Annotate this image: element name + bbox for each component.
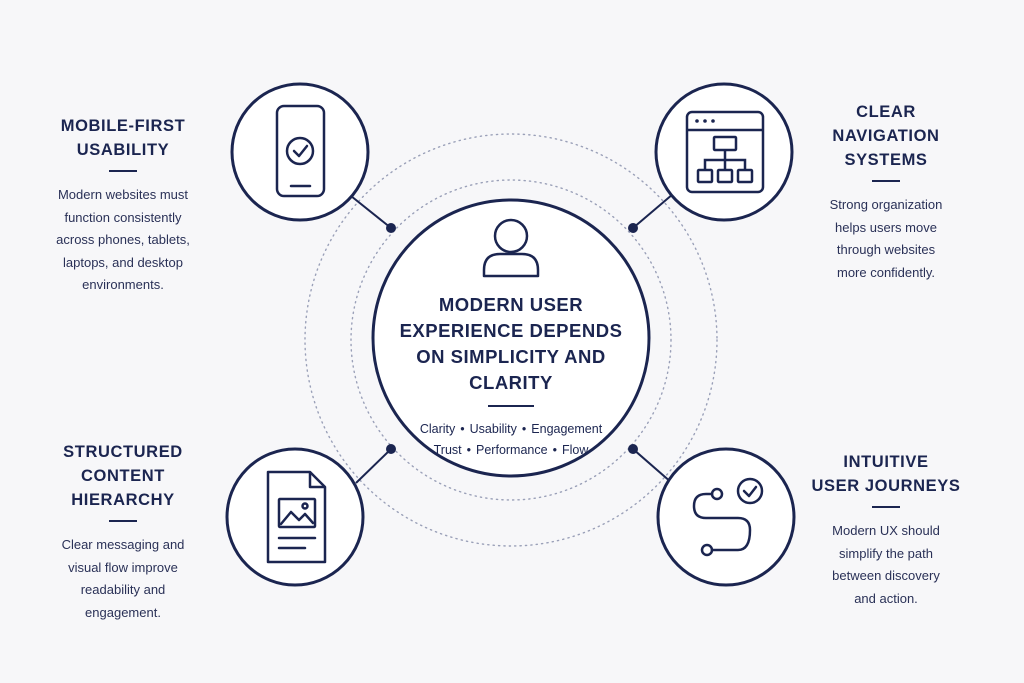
desc-line: laptops, and desktop bbox=[63, 254, 183, 270]
center-title-line: MODERN USER bbox=[438, 294, 584, 315]
node-heading: CLEAR NAVIGATION SYSTEMS bbox=[796, 100, 976, 172]
desc-line: engagement. bbox=[85, 604, 161, 620]
tag-separator: • bbox=[521, 422, 527, 436]
heading-line: MOBILE-FIRST bbox=[60, 117, 186, 135]
heading-line: HIERARCHY bbox=[71, 491, 175, 509]
desc-line: function consistently bbox=[64, 209, 182, 225]
center-divider bbox=[488, 405, 534, 407]
center-text: MODERN USER EXPERIENCE DEPENDS ON SIMPLI… bbox=[376, 292, 646, 461]
tag: Flow bbox=[561, 443, 589, 457]
connector-dot-bottom-left bbox=[386, 444, 396, 454]
desc-line: across phones, tablets, bbox=[56, 232, 190, 247]
node-heading: MOBILE-FIRST USABILITY bbox=[28, 114, 218, 162]
journey-path-check-icon bbox=[692, 477, 764, 557]
node-circle-mobile-first bbox=[230, 82, 370, 222]
inner-dotted-ring bbox=[350, 179, 672, 501]
desc-line: between discovery bbox=[832, 568, 940, 583]
heading-line: SYSTEMS bbox=[844, 151, 928, 169]
heading-line: CLEAR bbox=[856, 103, 916, 121]
tag-separator: • bbox=[552, 443, 557, 457]
tag-separator: • bbox=[466, 443, 472, 457]
desc-line: simplify the path bbox=[839, 545, 933, 561]
tag-row: Trust • Performance • Flow bbox=[376, 440, 646, 461]
node-divider bbox=[109, 170, 137, 172]
heading-line: STRUCTURED bbox=[63, 443, 183, 461]
node-text-navigation: CLEAR NAVIGATION SYSTEMS Strong organiza… bbox=[796, 100, 976, 284]
node-text-content-hierarchy: STRUCTURED CONTENT HIERARCHY Clear messa… bbox=[28, 440, 218, 624]
heading-line: NAVIGATION bbox=[832, 127, 940, 145]
tag: Usability bbox=[469, 422, 517, 436]
connector-top-left bbox=[350, 195, 392, 229]
desc-line: Strong organization bbox=[829, 197, 943, 212]
desc-line: Clear messaging and bbox=[61, 537, 185, 552]
sitemap-window-icon bbox=[685, 110, 765, 194]
node-description: Modern websites must function consistent… bbox=[28, 184, 218, 297]
desc-line: environments. bbox=[82, 277, 164, 292]
document-image-icon bbox=[266, 470, 327, 564]
center-title-line: EXPERIENCE DEPENDS bbox=[399, 320, 623, 341]
desc-line: through websites bbox=[836, 242, 936, 257]
center-title: MODERN USER EXPERIENCE DEPENDS ON SIMPLI… bbox=[376, 292, 646, 396]
connector-dot-top-left bbox=[386, 223, 396, 233]
desc-line: Modern UX should bbox=[832, 523, 940, 538]
tag: Engagement bbox=[531, 422, 603, 436]
center-circle bbox=[371, 198, 651, 478]
center-title-line: CLARITY bbox=[469, 372, 553, 393]
center-tags: Clarity • Usability • Engagement Trust • Perfo… bbox=[376, 419, 646, 461]
node-text-mobile-first: MOBILE-FIRST USABILITY Modern websites m… bbox=[28, 114, 218, 297]
node-description: Modern UX should simplify the path betwe… bbox=[791, 520, 981, 610]
heading-line: INTUITIVE bbox=[843, 453, 929, 471]
heading-line: USER JOURNEYS bbox=[811, 477, 961, 495]
connector-top-right bbox=[632, 193, 674, 229]
tag: Performance bbox=[476, 443, 548, 457]
tag: Clarity bbox=[419, 422, 456, 436]
tag-row: Clarity • Usability • Engagement bbox=[376, 419, 646, 440]
tag: Trust bbox=[433, 443, 462, 457]
desc-line: readability and bbox=[80, 582, 166, 597]
desc-line: Modern websites must bbox=[57, 187, 189, 202]
connector-bottom-left bbox=[355, 448, 392, 484]
node-heading: STRUCTURED CONTENT HIERARCHY bbox=[28, 440, 218, 512]
node-description: Clear messaging and visual flow improve … bbox=[28, 534, 218, 624]
tag-separator: • bbox=[460, 422, 465, 436]
node-description: Strong organization helps users move thr… bbox=[796, 194, 976, 284]
heading-line: CONTENT bbox=[81, 467, 165, 485]
node-divider bbox=[109, 520, 137, 522]
connector-dot-top-right bbox=[628, 223, 638, 233]
heading-line: USABILITY bbox=[76, 141, 170, 159]
smartphone-check-icon bbox=[275, 104, 326, 198]
node-heading: INTUITIVE USER JOURNEYS bbox=[791, 450, 981, 498]
desc-line: helps users move bbox=[835, 219, 937, 235]
desc-line: visual flow improve bbox=[68, 559, 178, 575]
connector-dot-bottom-right bbox=[628, 444, 638, 454]
desc-line: and action. bbox=[854, 590, 918, 606]
connector-bottom-right bbox=[632, 448, 673, 484]
outer-dotted-ring bbox=[304, 133, 718, 547]
desc-line: more confidently. bbox=[836, 264, 936, 280]
node-divider bbox=[872, 180, 900, 182]
node-text-user-journeys: INTUITIVE USER JOURNEYS Modern UX should… bbox=[791, 450, 981, 610]
user-icon bbox=[482, 218, 540, 278]
node-divider bbox=[872, 506, 900, 508]
center-title-line: ON SIMPLICITY AND bbox=[416, 346, 606, 367]
